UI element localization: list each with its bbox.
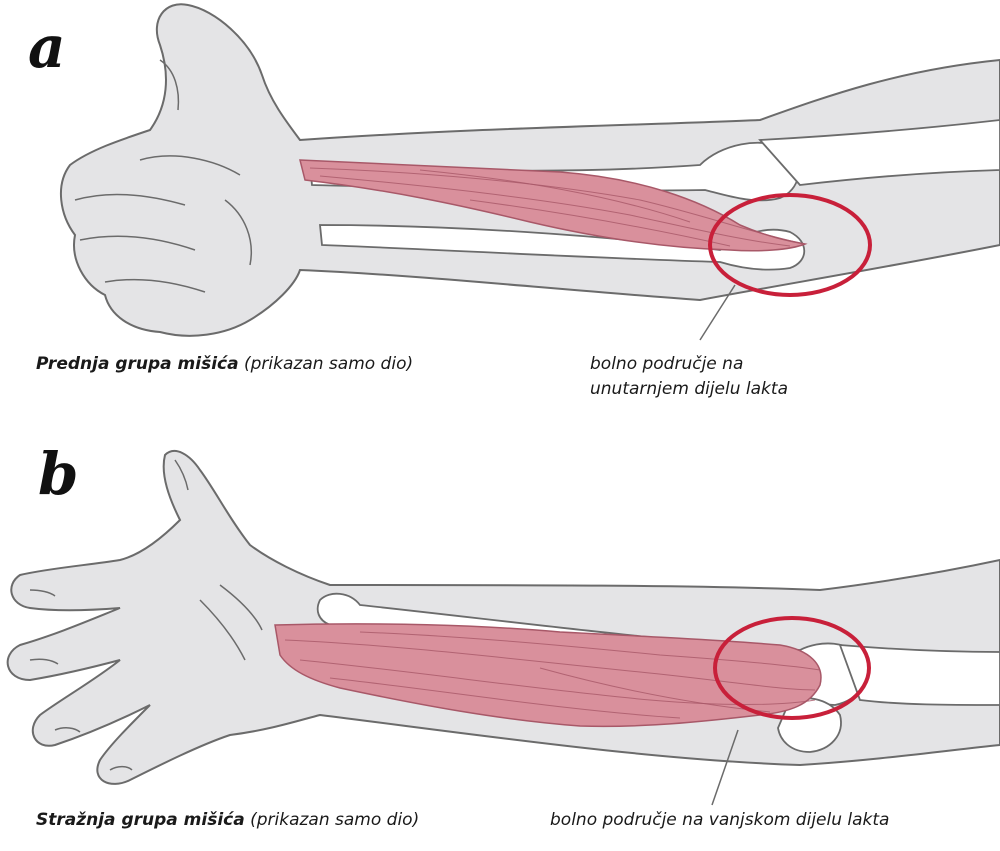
panel-a-leader-line [699,284,736,341]
panel-a-caption-title: Prednja grupa mišića [36,354,239,374]
panel-a-callout: bolno područje na unutarnjem dijelu lakt… [590,352,788,401]
panel-a-muscle [299,159,808,252]
panel-b-letter: b [38,440,79,508]
panel-a-caption: Prednja grupa mišića (prikazan samo dio) [36,352,413,377]
panel-b-muscle-fibers [284,631,821,719]
panel-b-caption-title: Stražnja grupa mišića [36,810,245,830]
panel-a-letter: a [28,13,66,81]
panel-b-caption-note: (prikazan samo dio) [250,810,420,830]
panel-a-callout-line-1: bolno područje na [590,354,744,374]
panel-b-finger-creases [29,459,263,771]
panel-a-callout-line-2: unutarnjem dijelu lakta [590,378,788,399]
panel-b-pain-area-circle [713,616,871,720]
panel-a-pain-area-circle [708,193,872,297]
panel-b-leader-line [711,729,739,806]
panel-b-caption: Stražnja grupa mišića (prikazan samo dio… [36,808,419,833]
panel-a-caption-note: (prikazan samo dio) [244,354,414,374]
panel-a-illustration [59,3,1000,341]
panel-b-callout-line-1: bolno područje na vanjskom dijelu lakta [550,810,890,830]
panel-b-bone-humerus [838,643,1000,706]
panel-b-arm [6,450,1000,785]
panel-a-bone-humerus [758,119,1000,186]
panel-a-bone-radius [319,224,806,271]
panel-a-muscle-fibers [309,167,801,247]
panel-a-finger-creases [74,59,252,293]
panel-b-illustration [6,450,1000,806]
panel-b-callout: bolno područje na vanjskom dijelu lakta [550,808,889,833]
